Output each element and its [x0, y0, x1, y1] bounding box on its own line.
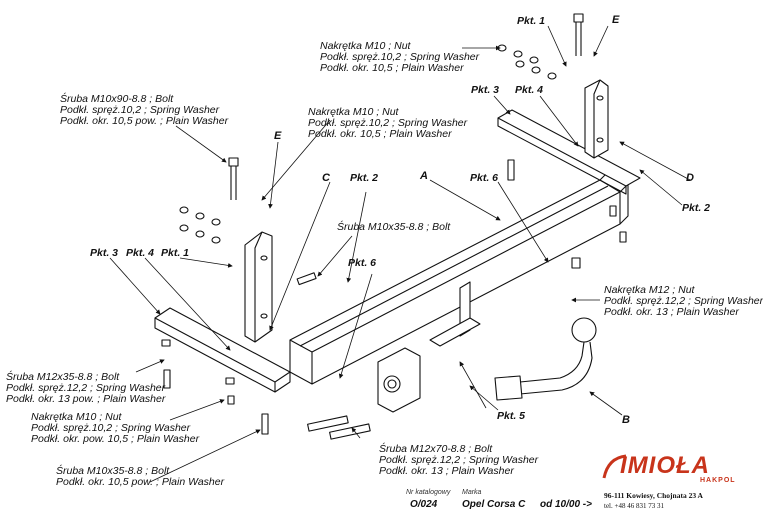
brand-swoosh-icon [602, 454, 627, 479]
tag-pkt5: Pkt. 5 [497, 410, 526, 422]
label-line: Śruba M10x90-8.8 ; Bolt [60, 93, 174, 105]
tag-pkt4-top: Pkt. 4 [515, 84, 544, 96]
label-bolt-m10x90: Śruba M10x90-8.8 ; Bolt Podkł. spręż.10,… [60, 94, 228, 127]
label-line: Podkł. okr. 10,5 ; Plain Washer [308, 128, 452, 140]
label-line: Podkł. okr. 10,5 pow. ; Plain Washer [60, 115, 229, 127]
label-line: Podkł. okr. pow. 10,5 ; Plain Washer [31, 433, 200, 445]
letter-b: B [622, 414, 630, 426]
address-text: 96-111 Kowiesy, Chojnata 23 A [604, 491, 703, 500]
washer-stack-top [497, 44, 557, 80]
tag-pkt2-right: Pkt. 2 [682, 202, 711, 214]
label-nut-m10-left: Nakrętka M10 ; Nut Podkł. spręż.10,2 ; S… [31, 412, 199, 445]
bolt-m10x90-top [573, 13, 584, 56]
label-line: Podkł. okr. 10,5 ; Plain Washer [320, 62, 464, 74]
washer-stack-left [179, 206, 221, 244]
bolts-vertical-right [507, 159, 627, 269]
letter-a: A [420, 170, 428, 182]
label-line: Podkł. spręż.10,2 ; Spring Washer [60, 104, 220, 116]
label-line: Nakrętka M10 ; Nut [308, 106, 399, 118]
label-nut-m10-mid: Nakrętka M10 ; Nut Podkł. spręż.10,2 ; S… [308, 107, 467, 140]
label-line: Podkł. okr. 13 ; Plain Washer [604, 306, 739, 318]
label-bolt-m12x35: Śruba M12x35-8.8 ; Bolt Podkł. spręż.12,… [6, 372, 165, 405]
tag-pkt3-left: Pkt. 3 [90, 247, 119, 259]
bolts-m12x70 [307, 415, 371, 440]
bolts-vertical-left [161, 339, 269, 435]
make-value: Opel Corsa C [462, 499, 526, 510]
label-line: Podkł. okr. 13 ; Plain Washer [379, 465, 514, 477]
label-line: Śruba M10x35-8.8 ; Bolt [56, 465, 170, 477]
label-line: Podkł. spręż.10,2 ; Spring Washer [31, 422, 191, 434]
tag-pkt1-top: Pkt. 1 [517, 15, 546, 27]
label-line: Podkł. okr. 13 pow. ; Plain Washer [6, 393, 166, 405]
label-line: Nakrętka M12 ; Nut [604, 284, 695, 296]
main-crossbeam [289, 171, 629, 385]
tag-pkt1-left: Pkt. 1 [161, 247, 190, 259]
left-mounting-plate [154, 231, 291, 393]
tag-pkt2-mid: Pkt. 2 [350, 172, 379, 184]
socket-plate [377, 347, 421, 413]
tag-pkt6-right: Pkt. 6 [470, 172, 499, 184]
bolt-m10x35-center [296, 272, 317, 286]
brand-sub: HAKPOL [700, 477, 736, 484]
letter-c: C [322, 172, 330, 184]
catalog-value: O/024 [410, 499, 438, 510]
label-bolt-m10x35-center: Śruba M10x35-8.8 ; Bolt [337, 222, 450, 233]
center-bracket [429, 281, 481, 347]
company-phone: tel. +48 46 831 73 31 [604, 502, 664, 510]
label-line: Podkł. spręż.12,2 ; Spring Washer [6, 382, 166, 394]
label-line: Nakrętka M10 ; Nut [31, 411, 122, 423]
catalog-label: Nr katalogowy [406, 489, 451, 496]
label-nut-m10-top: Nakrętka M10 ; Nut Podkł. spręż.10,2 ; S… [320, 41, 479, 74]
tag-pkt3-top: Pkt. 3 [471, 84, 500, 96]
label-line: Podkł. okr. 10,5 pow. ; Plain Washer [56, 476, 225, 488]
label-line: Podkł. spręż.10,2 ; Spring Washer [320, 51, 480, 63]
bolt-m10x90 [228, 157, 239, 200]
brand-name: IMIOŁA [620, 452, 710, 479]
label-line: Śruba M12x35-8.8 ; Bolt [6, 371, 120, 383]
tow-ball [494, 317, 597, 401]
tag-pkt6-mid: Pkt. 6 [348, 257, 377, 269]
label-line: Nakrętka M10 ; Nut [320, 40, 411, 52]
label-line: Podkł. spręż.10,2 ; Spring Washer [308, 117, 468, 129]
letter-d: D [686, 172, 694, 184]
make-label: Marka [462, 489, 482, 496]
letter-e-left: E [274, 130, 282, 142]
tag-pkt4-left: Pkt. 4 [126, 247, 155, 259]
company-address: 96-111 Kowiesy, Chojnata 23 A [604, 491, 703, 500]
label-nut-m12: Nakrętka M12 ; Nut Podkł. spręż.12,2 ; S… [604, 285, 763, 318]
label-line: Podkł. spręż.12,2 ; Spring Washer [379, 454, 539, 466]
letter-e-top: E [612, 14, 620, 26]
label-bolt-m12x70: Śruba M12x70-8.8 ; Bolt Podkł. spręż.12,… [379, 444, 538, 477]
right-mounting-plate [497, 79, 641, 195]
label-line: Śruba M12x70-8.8 ; Bolt [379, 443, 493, 455]
label-line: Śruba M10x35-8.8 ; Bolt [337, 221, 451, 233]
label-bolt-m10x35-bottom: Śruba M10x35-8.8 ; Bolt Podkł. okr. 10,5… [56, 466, 224, 488]
production-date: od 10/00 -> [540, 499, 592, 510]
label-line: Podkł. spręż.12,2 ; Spring Washer [604, 295, 763, 307]
